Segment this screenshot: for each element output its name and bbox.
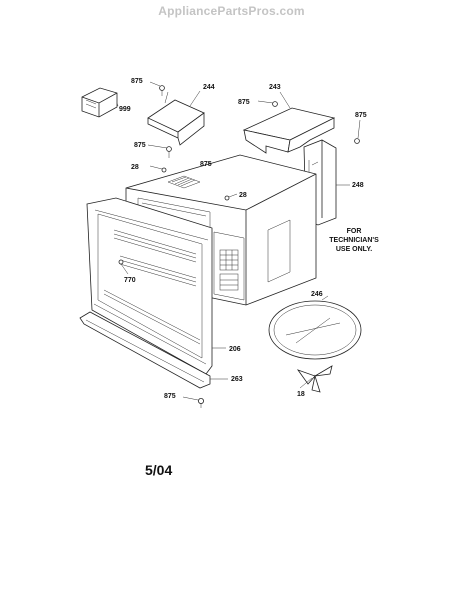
callout-263: 263	[231, 376, 243, 383]
note-line-2: TECHNICIAN'S	[329, 237, 379, 244]
screw-875-bottom	[182, 396, 204, 408]
callout-875-e: 875	[200, 161, 212, 168]
note-line-1: FOR	[347, 228, 362, 235]
callout-243: 243	[269, 84, 281, 91]
callout-18: 18	[297, 391, 305, 398]
screw-875-far-right	[354, 119, 361, 144]
part-263-bottom-trim	[79, 311, 228, 389]
part-243-bracket	[242, 91, 336, 154]
part-999-box	[81, 87, 119, 118]
screw-875-mid-left	[147, 144, 172, 158]
callout-875-d: 875	[134, 142, 146, 149]
callout-244: 244	[203, 84, 215, 91]
date-code: 5/04	[145, 462, 172, 478]
callout-28-a: 28	[131, 164, 139, 171]
screw-875-top-right	[257, 100, 278, 107]
screw-875-top-left	[149, 81, 165, 96]
callout-999: 999	[119, 106, 131, 113]
callout-875-c: 875	[355, 112, 367, 119]
callout-248: 248	[352, 182, 364, 189]
part-206-front-frame	[86, 197, 226, 375]
note-line-3: USE ONLY.	[336, 246, 372, 253]
part-18-coupler	[296, 365, 333, 393]
callout-875-a: 875	[131, 78, 143, 85]
callout-875-b: 875	[238, 99, 250, 106]
callout-875-f: 875	[164, 393, 176, 400]
callout-770: 770	[124, 277, 136, 284]
part-244-cover	[147, 90, 205, 146]
technician-note: FOR TECHNICIAN'S USE ONLY.	[329, 228, 379, 253]
part-246-turntable	[268, 295, 362, 360]
callout-206: 206	[229, 346, 241, 353]
callout-28-b: 28	[239, 192, 247, 199]
watermark: AppliancePartsPros.com	[158, 4, 305, 18]
callout-246: 246	[311, 291, 323, 298]
